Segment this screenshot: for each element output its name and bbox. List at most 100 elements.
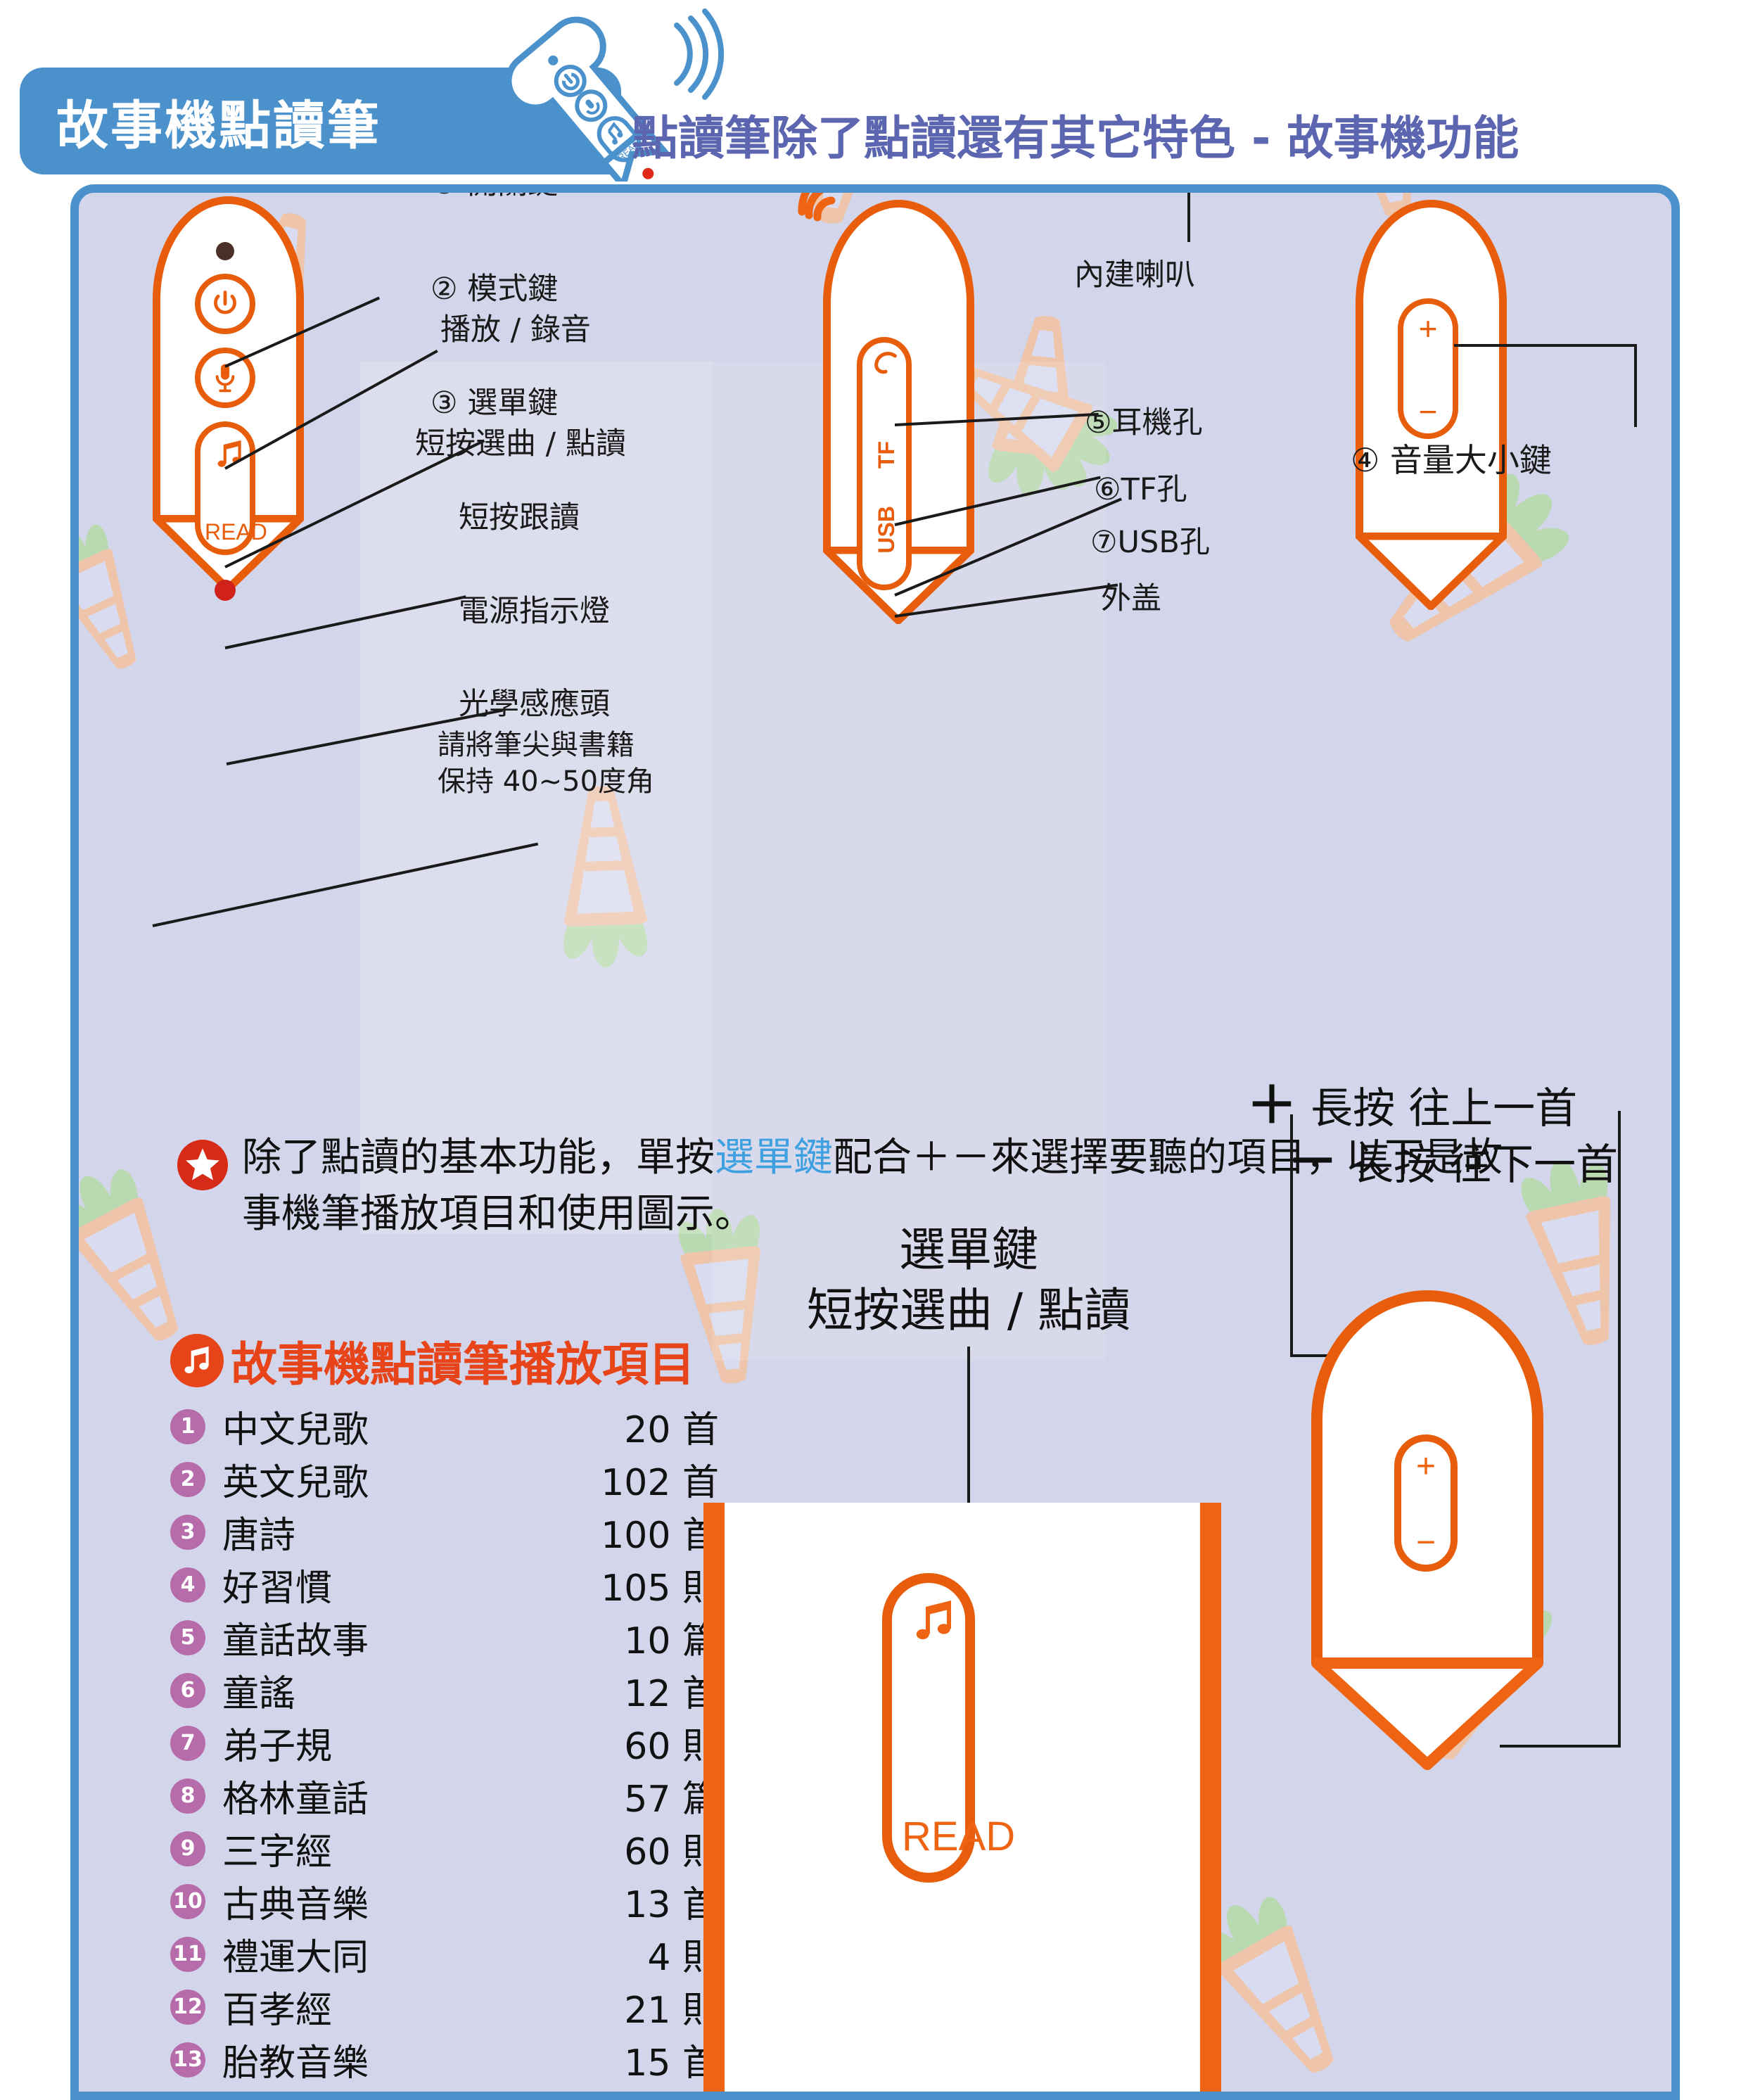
label-menu-button-sub: 短按選曲 / 點讀	[415, 426, 626, 462]
longpress-down-label: 長按 往下一首	[1351, 1140, 1619, 1190]
label-menu-button: ③ 選單鍵	[431, 386, 559, 421]
playlist-item-name: 中文兒歌	[222, 1409, 369, 1451]
playlist-header: 故事機點讀筆播放項目	[170, 1327, 719, 1394]
label-outer-cover: 外盖	[1101, 581, 1161, 616]
playlist-item-number: 7	[170, 1725, 205, 1761]
playlist-item-count: 4 則	[647, 1937, 719, 1979]
playlist-item-name: 禮運大同	[222, 1937, 369, 1979]
playlist-item-number: 8	[170, 1778, 205, 1814]
playlist-item-count: 102 首	[601, 1462, 719, 1504]
playlist-item-name: 童謠	[222, 1673, 296, 1715]
playlist-item-count: 60 則	[624, 1726, 719, 1768]
volume-rocker-button[interactable]: + −	[1398, 298, 1458, 439]
playlist-row: 9 三字經 60 則	[170, 1822, 719, 1875]
playlist-item-number: 2	[170, 1461, 205, 1497]
playlist-item-number: 1	[170, 1408, 205, 1444]
playlist-item-number: 3	[170, 1514, 205, 1550]
volume-up-icon: +	[1418, 310, 1438, 347]
menu-key-title: 選單鍵	[899, 1223, 1038, 1277]
label-mode-button-sub: 播放 / 錄音	[440, 312, 591, 348]
playlist-row: 14 安徒生童話45 篇	[170, 2086, 719, 2100]
playlist-item-name: 三字經	[222, 1831, 333, 1873]
header-pen-illustration: READ	[505, 8, 725, 182]
playlist-item-count: 60 則	[624, 1831, 719, 1873]
playlist-item-number: 12	[170, 1989, 205, 2025]
playlist-item-name: 格林童話	[222, 1778, 369, 1821]
power-icon	[214, 291, 236, 314]
playlist-item-count: 13 首	[624, 1884, 719, 1926]
playlist-item-name: 唐詩	[222, 1515, 296, 1557]
leader-line	[967, 1347, 970, 1575]
label-mode-button: ② 模式鍵	[431, 272, 559, 307]
power-button[interactable]	[195, 274, 255, 334]
playlist-item-number: 14	[170, 2095, 205, 2100]
leader-line	[1618, 1111, 1621, 1748]
note-part2: 配合＋－來選擇要聽的項目，以下是故	[833, 1135, 1503, 1181]
bottom-volume-rocker[interactable]: + −	[1394, 1434, 1458, 1572]
bottom-read-label: READ	[902, 1814, 1016, 1859]
note-line2: 事機筆播放項目和使用圖示。	[242, 1190, 754, 1237]
note-text: 除了點讀的基本功能，單按選單鍵配合＋－來選擇要聽的項目，以下是故 事機筆播放項目…	[242, 1130, 1655, 1242]
note-part1: 除了點讀的基本功能，單按	[242, 1135, 715, 1181]
playlist-item-count: 105 則	[601, 1567, 719, 1610]
playlist-item-number: 9	[170, 1831, 205, 1866]
playlist-item-number: 13	[170, 2042, 205, 2077]
leader-line	[1500, 1745, 1619, 1748]
playlist-item-name: 古典音樂	[222, 1884, 369, 1926]
menu-key-subtitle: 短按選曲 / 點讀	[806, 1283, 1131, 1337]
label-power-led: 電源指示燈	[459, 594, 610, 629]
header-badge: 故事機點讀筆	[20, 68, 621, 174]
playlist-item-name: 百孝經	[222, 1990, 333, 2032]
background-band	[360, 362, 712, 1234]
playlist-item-count: 15 首	[624, 2042, 719, 2085]
label-optical-head-sub2: 保持 40~50度角	[438, 765, 655, 798]
port-cover[interactable]: TF USB	[857, 337, 912, 590]
playlist-item-count: 45 篇	[504, 2086, 719, 2092]
minus-sign-icon: －	[1287, 1132, 1339, 1191]
label-optical-head-sub1: 請將筆尖與書籍	[438, 729, 635, 761]
pen-front-figure: READ	[82, 193, 378, 622]
note-highlight: 選單鍵	[715, 1135, 833, 1181]
plus-sign-icon: ＋	[1247, 1076, 1298, 1135]
headphone-icon	[874, 352, 897, 374]
label-follow-read: 短按跟讀	[459, 500, 580, 535]
playlist-item-name: 弟子規	[222, 1726, 333, 1768]
status-dot-dark	[216, 242, 234, 260]
playlist-item-name: 安徒生童話	[222, 2086, 504, 2092]
bottom-pen-body: READ	[703, 1503, 1221, 2092]
read-label: READ	[205, 519, 267, 545]
volume-down-icon: −	[1415, 1524, 1436, 1561]
main-panel: READ ① 開關鍵 ② 模式鍵 播放 / 錄音 ③ 選單鍵 短按選曲 / 點讀…	[70, 184, 1680, 2100]
playlist-title: 故事機點讀筆播放項目	[231, 1337, 695, 1392]
pen-side-figure: TF USB	[798, 193, 1118, 654]
longpress-up-row: ＋ 長按 往上一首	[1247, 1064, 1577, 1138]
leader-line	[1187, 193, 1190, 242]
playlist-item-name: 胎教音樂	[222, 2042, 369, 2085]
playlist-item-number: 10	[170, 1883, 205, 1919]
playlist-row: 13 胎教音樂 15 首	[170, 2033, 719, 2086]
note-block: 除了點讀的基本功能，單按選單鍵配合＋－來選擇要聽的項目，以下是故 事機筆播放項目…	[177, 1130, 1655, 1242]
playlist-row: 3 唐詩 100 首	[170, 1506, 719, 1558]
bottom-menu-read-button[interactable]: READ	[882, 1573, 1015, 1883]
leader-line	[1454, 344, 1636, 347]
menu-read-button[interactable]: READ	[195, 421, 267, 555]
playlist-item-count: 100 首	[601, 1515, 719, 1557]
pen-tip-shape	[1356, 533, 1507, 610]
volume-up-icon: +	[1415, 1448, 1436, 1485]
label-builtin-speaker: 內建喇叭	[1074, 257, 1195, 293]
usb-port-label: USB	[874, 506, 899, 554]
label-headphone-jack: ⑤耳機孔	[1085, 405, 1203, 440]
playlist-item-count: 10 篇	[624, 1620, 719, 1662]
power-led-indicator	[215, 580, 236, 601]
microphone-icon	[215, 364, 235, 393]
playlist-item-name: 英文兒歌	[222, 1462, 369, 1504]
